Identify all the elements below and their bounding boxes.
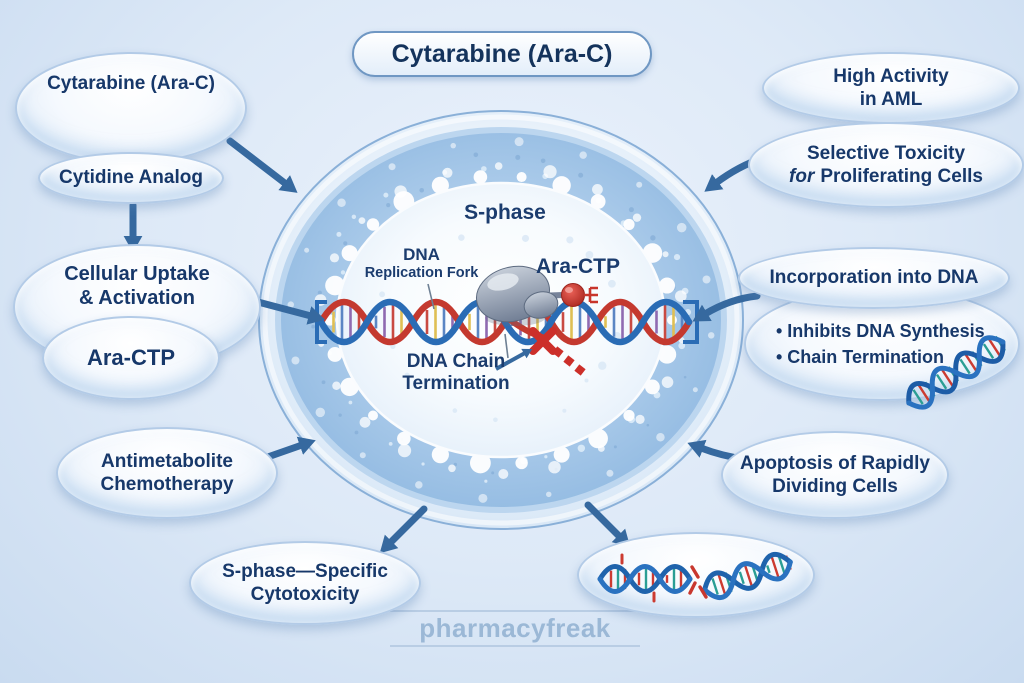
node-ara-ctp: Ara-CTP xyxy=(42,316,220,400)
watermark-text: pharmacyfreak xyxy=(419,613,611,643)
ara-ctp-cell-label: Ara-CTP xyxy=(535,255,620,278)
node-mechanisms: • Inhibits DNA Synthesis • Chain Termina… xyxy=(744,287,1020,401)
node-cytidine-analog: Cytidine Analog xyxy=(38,152,224,204)
arrow-cell-to-dna-damage xyxy=(584,501,631,548)
node-incorporation-dna: Incorporation into DNA xyxy=(738,247,1010,309)
termination-dashes-icon xyxy=(552,346,586,376)
node-apoptosis: Apoptosis of Rapidly Dividing Cells xyxy=(721,431,949,519)
node-dna-damage xyxy=(577,532,815,618)
cell-illustration xyxy=(258,110,744,530)
node-cytarabine-drug: Cytarabine (Ara-C) xyxy=(15,52,247,164)
page-title: Cytarabine (Ara-C) xyxy=(352,31,652,77)
watermark: pharmacyfreak xyxy=(390,610,640,647)
node-antimetabolite: Antimetabolite Chemotherapy xyxy=(56,427,278,519)
x-mark-icon xyxy=(529,327,557,355)
arrow-drug-to-cell xyxy=(226,137,298,193)
page-title-label: Cytarabine (Ara-C) xyxy=(391,39,613,68)
watermark-line-bottom xyxy=(390,645,640,647)
polymerase-icon xyxy=(476,265,566,326)
fragmented-dna-icon xyxy=(597,551,793,603)
watermark-line-top xyxy=(390,610,640,612)
ara-ctp-molecule-icon xyxy=(561,283,598,307)
label-leader-lines xyxy=(427,283,509,359)
chain-termination-label: DNA Chain Termination xyxy=(402,351,510,395)
arrow-aractp-to-cell xyxy=(254,298,326,325)
arrow-termination-annotation xyxy=(495,348,533,371)
replication-fork-label: DNA Replication Fork xyxy=(364,245,479,282)
arrow-cell-to-sphase-specific xyxy=(379,505,428,554)
node-high-activity-aml: High Activity in AML xyxy=(762,52,1020,124)
arrow-incorporation-to-cell xyxy=(692,292,761,322)
dna-helix-small-icon xyxy=(906,335,1006,410)
node-sphase-specific: S-phase—Specific Cytotoxicity xyxy=(189,541,421,625)
sphase-label: S-phase xyxy=(464,201,546,224)
